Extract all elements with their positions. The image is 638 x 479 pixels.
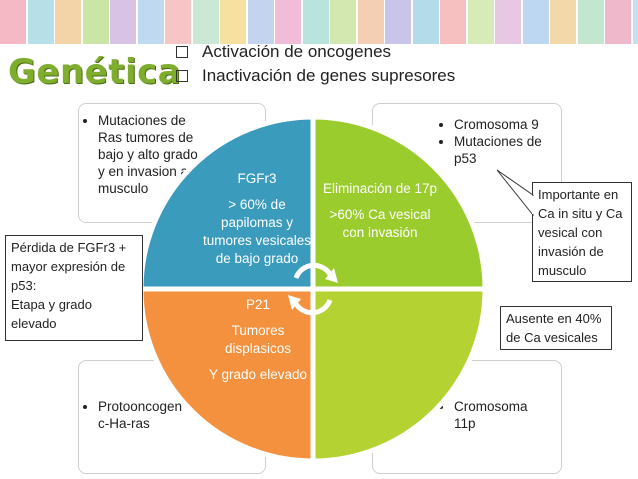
quadrant-bottom-left-text: P21 Tumores displasicos Y grado elevado	[202, 296, 314, 384]
bullet-item: Activación de oncogenes	[176, 40, 455, 64]
decorative-tile	[275, 0, 301, 44]
decorative-tile	[55, 0, 81, 44]
quadrant-heading: FGFr3	[237, 171, 277, 186]
decorative-tile	[385, 0, 411, 44]
decorative-tile	[632, 0, 638, 44]
quadrant-detail: >60% Ca vesical con invasión	[329, 207, 431, 240]
decorative-tile	[440, 0, 466, 44]
decorative-tile	[0, 0, 26, 44]
panel-top-left-text: Mutaciones de Ras tumores de bajo y alto…	[84, 112, 204, 197]
quadrant-top-right-text: Eliminación de 17p >60% Ca vesical con i…	[318, 180, 442, 242]
panel-item: Mutaciones de p53	[454, 133, 562, 167]
panel-item: Mutaciones de Ras tumores de bajo y alto…	[98, 112, 204, 197]
quadrant-detail: Tumores displasicos	[224, 323, 292, 356]
bullet-list: Activación de oncogenes Inactivación de …	[176, 40, 455, 88]
bullet-text: Inactivación de genes supresores	[202, 66, 456, 85]
decorative-tile	[412, 0, 439, 44]
quadrant-top-left-text: FGFr3 > 60% de papilomas y tumores vesic…	[198, 170, 316, 268]
decorative-tile	[522, 0, 549, 44]
decorative-tile	[82, 0, 109, 44]
decorative-tile	[577, 0, 604, 44]
decorative-tile	[357, 0, 384, 44]
panel-top-right-text: Cromosoma 9 Mutaciones de p53	[440, 116, 562, 167]
quadrant-bottom-right	[310, 286, 488, 464]
panel-bottom-right-text: Cromosoma 11p	[440, 398, 550, 432]
decorative-tile	[165, 0, 191, 44]
panel-bottom-left-text: Protooncogen c-Ha-ras	[84, 398, 194, 432]
note-right-bottom: Ausente en 40% de Ca vesicales	[500, 306, 612, 350]
quadrant-detail: > 60% de papilomas y tumores vesicales d…	[202, 197, 312, 266]
decorative-tile	[330, 0, 356, 44]
decorative-tile	[220, 0, 246, 44]
decorative-tile	[192, 0, 219, 44]
decorative-tile	[27, 0, 54, 44]
decorative-tile	[495, 0, 521, 44]
checkbox-bullet-icon	[176, 70, 188, 82]
decorative-tile	[110, 0, 136, 44]
panel-item: Protooncogen c-Ha-ras	[98, 398, 194, 432]
decorative-tile	[467, 0, 494, 44]
bullet-text: Activación de oncogenes	[202, 42, 392, 61]
checkbox-bullet-icon	[176, 46, 188, 58]
quadrant-bottom-left	[138, 286, 316, 464]
quadrant-heading: P21	[245, 297, 271, 312]
quadrant-top-right	[310, 114, 488, 292]
quadrant-top-left	[138, 114, 316, 292]
decorative-tile	[137, 0, 164, 44]
cycle-arrows-icon	[288, 262, 338, 316]
note-right-top: Importante en Ca in situ y Ca vesical co…	[532, 182, 632, 282]
panel-item: Cromosoma 11p	[454, 398, 550, 432]
decorative-tile	[302, 0, 329, 44]
decorative-tile	[247, 0, 274, 44]
note-left: Pérdida de FGFr3 + mayor expresión de p5…	[5, 235, 143, 341]
quadrant-heading: Eliminación de 17p	[322, 181, 438, 196]
bullet-item: Inactivación de genes supresores	[176, 64, 455, 88]
page-title: Genética	[8, 52, 182, 92]
panel-item: Cromosoma 9	[454, 116, 562, 133]
decorative-tile	[550, 0, 576, 44]
decorative-tile	[605, 0, 631, 44]
quadrant-detail: Y grado elevado	[208, 367, 308, 382]
